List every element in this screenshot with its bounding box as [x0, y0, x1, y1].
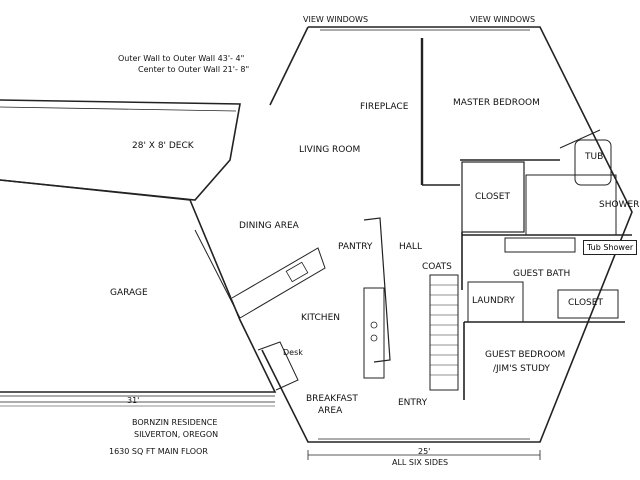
label-jims-study: /JIM'S STUDY	[493, 364, 550, 374]
label-view-windows-right: VIEW WINDOWS	[470, 15, 536, 24]
label-entry: ENTRY	[398, 398, 428, 408]
label-closet-guest: CLOSET	[568, 298, 603, 308]
label-kitchen: KITCHEN	[301, 313, 340, 323]
label-master-bedroom: MASTER BEDROOM	[453, 98, 540, 108]
label-laundry: LAUNDRY	[472, 296, 515, 306]
label-tub: TUB	[585, 152, 604, 162]
label-closet-master: CLOSET	[475, 192, 510, 202]
tub-shower-box	[504, 237, 576, 253]
guest-closet-box	[557, 289, 619, 319]
hexagon-upper-left-wall	[269, 26, 309, 106]
garage-wall-inner	[194, 229, 241, 319]
label-area: AREA	[318, 406, 343, 416]
dining-counter	[231, 247, 326, 319]
pantry-wall	[363, 217, 391, 363]
label-shower: SHOWER	[599, 200, 640, 210]
tub-fixture	[574, 139, 612, 186]
label-sqft: 1630 SQ FT MAIN FLOOR	[109, 447, 208, 456]
label-garage: GARAGE	[110, 288, 148, 298]
label-all-six-sides: ALL SIX SIDES	[392, 458, 449, 467]
deck-inner-line	[0, 106, 237, 112]
label-pantry: PANTRY	[338, 242, 373, 252]
label-fireplace: FIREPLACE	[360, 102, 409, 112]
label-dining-area: DINING AREA	[239, 221, 299, 231]
hexagon-outer-wall	[261, 26, 633, 443]
label-deck: 28' X 8' DECK	[132, 141, 194, 151]
label-guest-bath: GUEST BATH	[513, 269, 571, 279]
label-residence: BORNZIN RESIDENCE	[132, 418, 218, 427]
label-tub-shower: Tub Shower	[583, 240, 638, 255]
label-outer-wall: Outer Wall to Outer Wall 43'- 4"	[118, 54, 245, 63]
closet-master-box	[461, 161, 525, 233]
label-hall: HALL	[399, 242, 422, 252]
desk	[257, 341, 299, 391]
label-city: SILVERTON, OREGON	[134, 430, 219, 439]
label-breakfast: BREAKFAST	[306, 394, 358, 404]
label-view-windows-left: VIEW WINDOWS	[303, 15, 369, 24]
stairs	[429, 274, 459, 391]
label-dim-25: 25'	[418, 447, 431, 456]
garage-outline	[0, 179, 277, 393]
label-guest-bedroom: GUEST BEDROOM	[485, 350, 566, 360]
label-dim-31: 31'	[127, 396, 140, 405]
label-coats: COATS	[422, 262, 452, 272]
label-living-room: LIVING ROOM	[299, 145, 361, 155]
deck-outline	[0, 99, 241, 201]
label-center-wall: Center to Outer Wall 21'- 8"	[138, 65, 250, 74]
label-desk: Desk	[283, 348, 303, 357]
kitchen-counter	[363, 287, 385, 379]
sink	[285, 261, 309, 283]
